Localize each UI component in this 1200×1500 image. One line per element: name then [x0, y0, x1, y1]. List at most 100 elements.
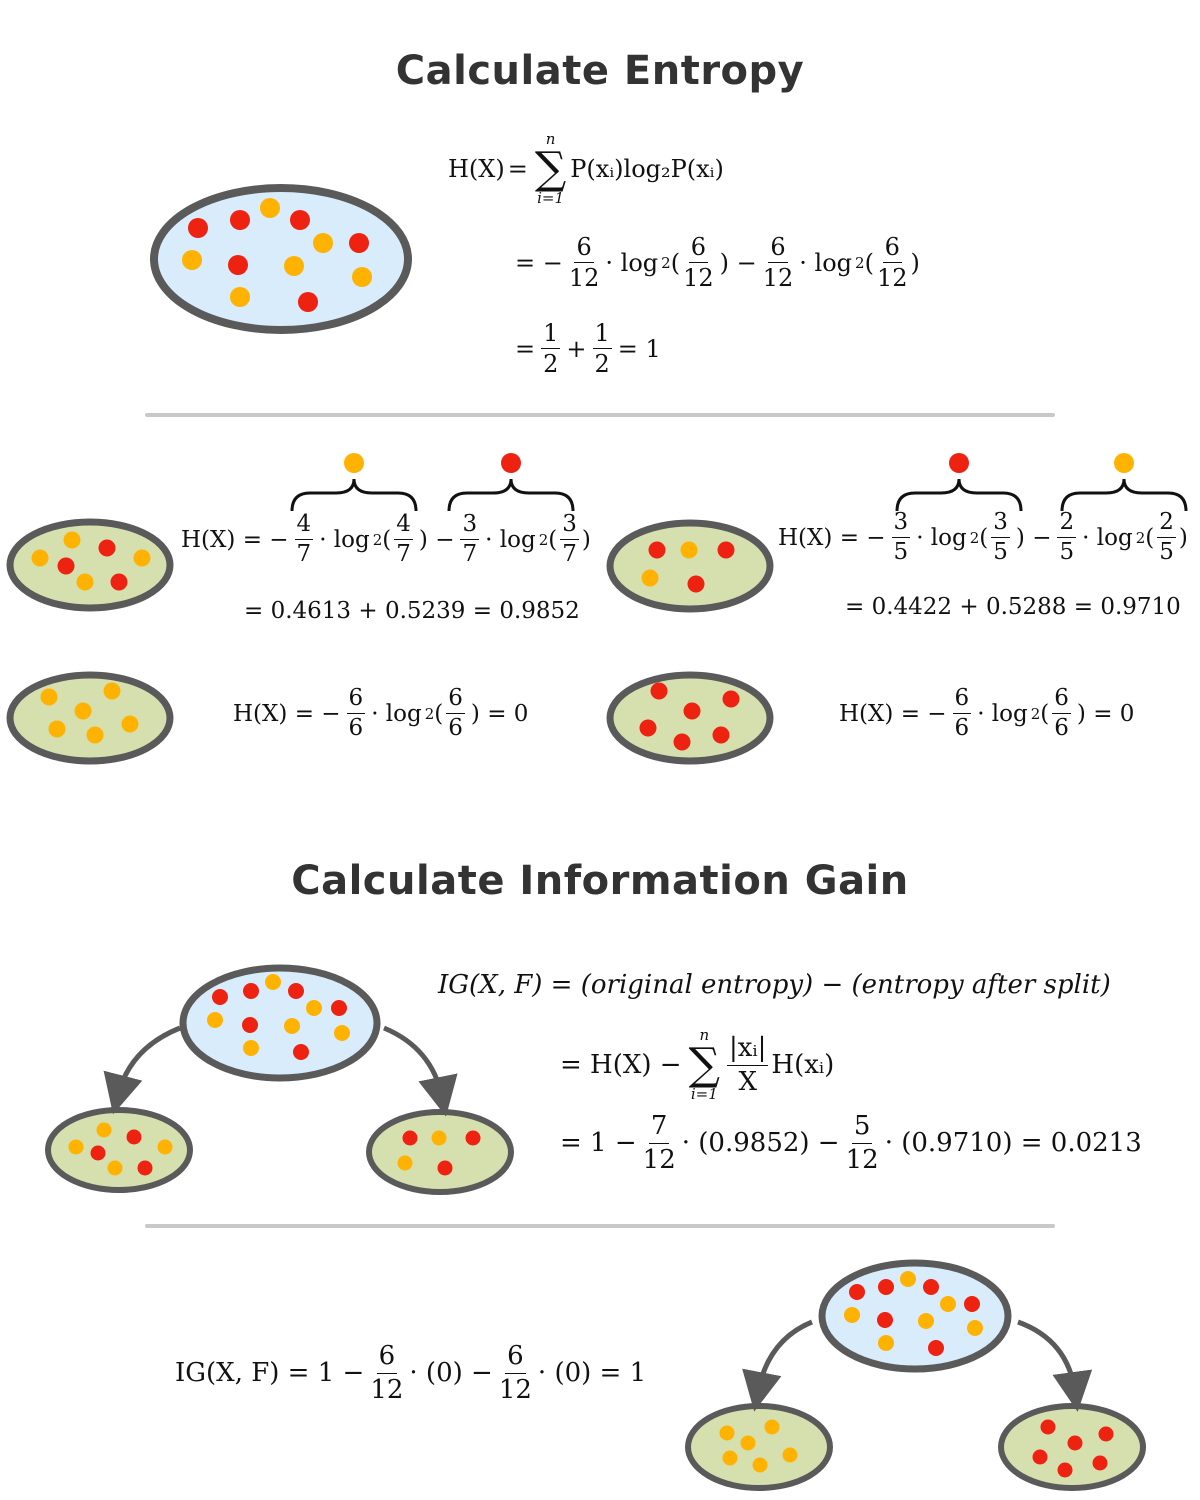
- red-dot: [878, 1279, 894, 1295]
- entropy-split-right-result: = 0.4422 + 0.5288 = 0.9710: [845, 594, 1181, 620]
- ig-tree1-left: [45, 1107, 193, 1193]
- ig-tree1-right-outline: [366, 1109, 514, 1195]
- ig-tree2-left-outline: [685, 1403, 833, 1491]
- yellow-dot: [782, 1447, 798, 1463]
- yellow-dot: [313, 233, 333, 253]
- brace-left-yellow: [290, 478, 418, 512]
- red-dot: [293, 1044, 309, 1060]
- brace-right-red: [895, 478, 1023, 512]
- yellow-dot: [284, 256, 304, 276]
- yellow-dot: [397, 1155, 413, 1171]
- subset-right-mixed: [606, 519, 774, 613]
- red-dot: [683, 702, 701, 720]
- red-dot: [57, 557, 75, 575]
- red-dot: [212, 989, 228, 1005]
- brace-right-yellow: [1060, 478, 1188, 512]
- yellow-dot: [431, 1130, 447, 1146]
- ig-tree1-right: [366, 1109, 514, 1195]
- red-dot: [126, 1129, 142, 1145]
- red-dot: [1040, 1419, 1056, 1435]
- subset-left-mixed: [6, 518, 174, 612]
- yellow-dot: [680, 541, 698, 559]
- arrow-tree1-left: [103, 1025, 181, 1115]
- divider-bottom: [145, 1224, 1055, 1228]
- yellow-dot: [74, 702, 92, 720]
- yellow-dot: [265, 974, 281, 990]
- log-term: · log: [605, 248, 659, 277]
- subset-left-pure: [6, 671, 174, 765]
- yellow-dot: [107, 1160, 123, 1176]
- entropy-result: = 1: [617, 334, 661, 363]
- yellow-dot: [31, 549, 49, 567]
- yellow-dot: [641, 569, 659, 587]
- log-term: · log: [799, 248, 853, 277]
- ig-tree2-right: [998, 1403, 1146, 1491]
- red-dot: [465, 1130, 481, 1146]
- red-dot: [650, 682, 668, 700]
- yellow-dot: [48, 720, 66, 738]
- yellow-dot: [306, 1000, 322, 1016]
- yellow-dot: [86, 726, 104, 744]
- dataset-full: [150, 184, 412, 334]
- red-dot: [639, 719, 657, 737]
- yellow-dot: [344, 453, 364, 473]
- red-dot: [712, 726, 730, 744]
- red-dot: [230, 210, 250, 230]
- yellow-dot: [121, 715, 139, 733]
- red-dot: [1098, 1426, 1114, 1442]
- yellow-dot: [1114, 453, 1134, 473]
- formula-rhs: P(xᵢ)log₂P(xᵢ): [570, 155, 724, 183]
- red-dot: [290, 210, 310, 230]
- yellow-dot: [207, 1012, 223, 1028]
- info-gain-line2: = H(X) − n∑i=1 |xᵢ|X H(xᵢ): [560, 1026, 835, 1103]
- yellow-dot: [334, 1025, 350, 1041]
- brace-left-red: [447, 478, 575, 512]
- red-dot: [1032, 1449, 1048, 1465]
- red-dot: [1092, 1455, 1108, 1471]
- yellow-dot: [182, 250, 202, 270]
- sum-upper: n: [545, 130, 556, 148]
- yellow-dot: [230, 287, 250, 307]
- yellow-dot: [63, 531, 81, 549]
- red-dot: [228, 255, 248, 275]
- yellow-dot: [918, 1313, 934, 1329]
- subset-left-mixed-outline: [6, 518, 174, 612]
- red-dot: [188, 218, 208, 238]
- red-dot: [877, 1312, 893, 1328]
- yellow-dot: [103, 682, 121, 700]
- red-dot: [1057, 1462, 1073, 1478]
- yellow-dot: [68, 1139, 84, 1155]
- subset-right-pure: [606, 671, 774, 765]
- red-dot: [923, 1279, 939, 1295]
- yellow-dot: [940, 1296, 956, 1312]
- eq-minus: = −: [515, 248, 563, 277]
- yellow-dot: [40, 688, 58, 706]
- ig-tree1-root-outline: [179, 964, 381, 1082]
- red-dot: [687, 575, 705, 593]
- red-dot: [110, 573, 128, 591]
- yellow-dot: [740, 1435, 756, 1451]
- arrow-tree1-right: [383, 1025, 458, 1117]
- yellow-dot: [719, 1425, 735, 1441]
- ig-tree2-left: [685, 1403, 833, 1491]
- yellow-dot: [752, 1457, 768, 1473]
- formula-lhs: H(X): [448, 155, 505, 183]
- red-dot: [98, 539, 116, 557]
- red-dot: [849, 1284, 865, 1300]
- red-dot: [242, 1017, 258, 1033]
- yellow-dot: [878, 1335, 894, 1351]
- red-dot: [90, 1145, 106, 1161]
- divider-top: [145, 413, 1055, 417]
- red-dot: [243, 983, 259, 999]
- equals-sign: =: [507, 155, 528, 183]
- entropy-title: Calculate Entropy: [395, 48, 805, 94]
- subset-left-pure-outline: [6, 671, 174, 765]
